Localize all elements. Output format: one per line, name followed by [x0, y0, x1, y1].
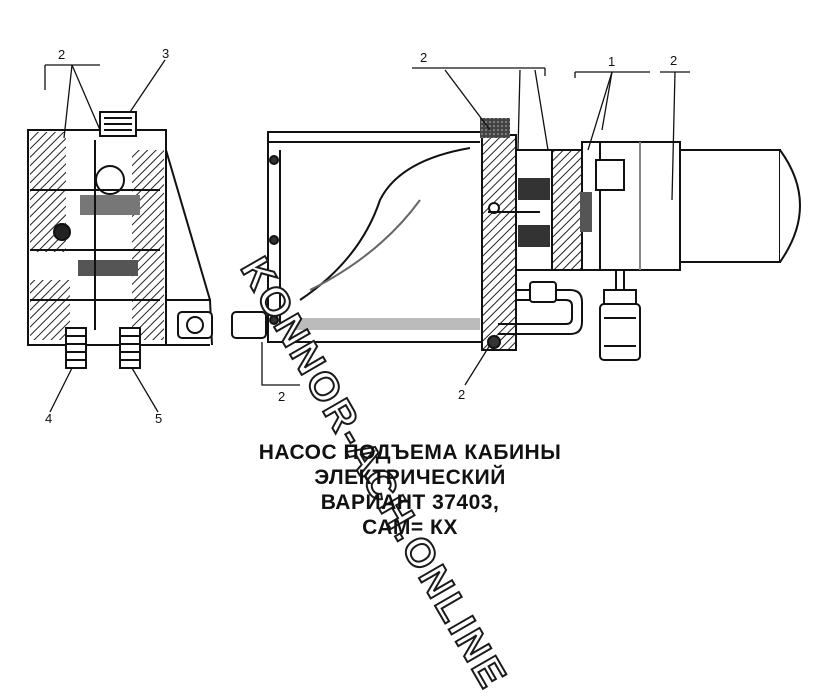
callout-2-top-right: 2 [670, 53, 678, 68]
caption-line-3: ВАРИАНТ 37403, [320, 491, 500, 514]
valve-block [27, 111, 213, 369]
caption-line-1: НАСОС ПОДЪЕМА КАБИНЫ [258, 441, 562, 464]
callout-1: 1 [608, 54, 616, 69]
electric-motor [580, 141, 801, 361]
callout-5: 5 [155, 411, 163, 426]
figure-caption: НАСОС ПОДЪЕМА КАБИНЫ ЭЛЕКТРИЧЕСКИЙ ВАРИА… [200, 440, 620, 540]
caption-line-4: САМ= КХ [362, 516, 458, 539]
callout-2-left-top: 2 [58, 47, 66, 62]
reservoir-body [231, 118, 583, 351]
leader-lines [44, 59, 690, 413]
callout-2-bottom-left: 2 [278, 389, 286, 404]
callout-3: 3 [162, 46, 170, 61]
caption-line-2: ЭЛЕКТРИЧЕСКИЙ [314, 466, 506, 489]
pump-assembly-drawing [27, 59, 801, 413]
callout-2-bottom-mid: 2 [458, 387, 466, 402]
callout-2-top-mid: 2 [420, 50, 428, 65]
callout-4: 4 [45, 411, 53, 426]
